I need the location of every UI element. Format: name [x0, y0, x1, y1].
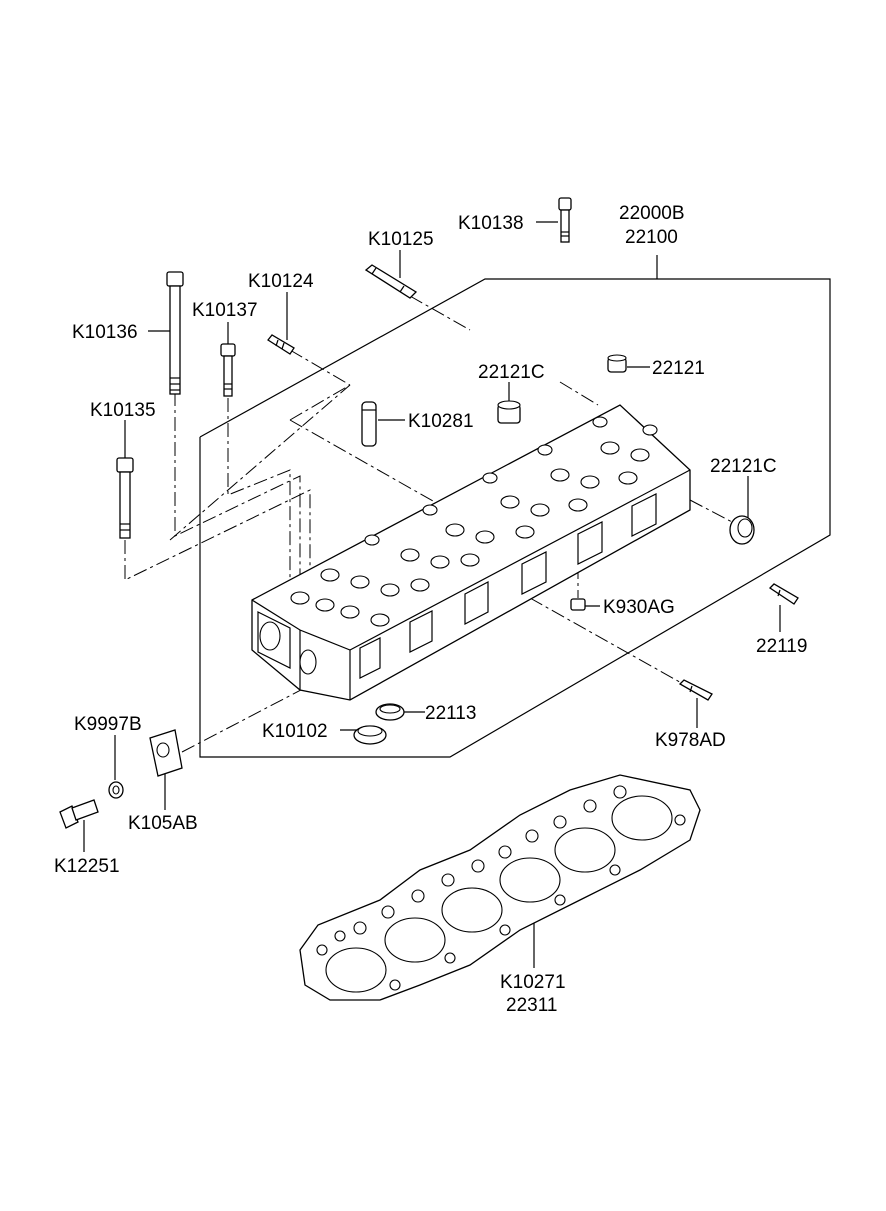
nut-k930ag: [570, 598, 586, 611]
ring-k10102: [353, 725, 387, 745]
label-k10136: K10136: [72, 322, 138, 343]
label-k10271: K10271: [500, 972, 566, 993]
label-k12251: K12251: [54, 856, 120, 877]
valve-guide-k10281: [361, 401, 377, 447]
stud-22119: [768, 583, 799, 605]
cylinder-head: [251, 404, 691, 701]
bolt-k10136: [166, 271, 184, 395]
port-windows: [257, 493, 657, 679]
deck-holes: [290, 416, 658, 627]
label-22119: 22119: [756, 636, 807, 657]
bolt-k12251: [59, 799, 99, 829]
label-k105ab: K105AB: [128, 813, 198, 834]
stud-k10124: [267, 334, 295, 355]
washer-k9997b: [108, 781, 124, 799]
assembly-frame: [169, 255, 831, 758]
stud-k978ad: [678, 679, 713, 701]
plug-22121c-right: [729, 515, 755, 545]
label-k10281: K10281: [408, 411, 474, 432]
label-22000b: 22000B: [619, 203, 685, 224]
label-22113: 22113: [425, 703, 476, 724]
label-22121: 22121: [652, 358, 705, 379]
plug-22121: [607, 354, 627, 373]
label-k10124: K10124: [248, 271, 314, 292]
label-22311: 22311: [506, 995, 557, 1016]
cup-plug-22121c-top: [497, 400, 521, 424]
label-k10125: K10125: [368, 229, 434, 250]
label-k930ag: K930AG: [603, 597, 675, 618]
label-k10135: K10135: [90, 400, 156, 421]
label-22121c-right: 22121C: [710, 456, 777, 477]
head-gasket-k10271: [299, 774, 701, 1001]
bracket-k105ab: [149, 729, 183, 777]
ring-22113: [375, 703, 405, 721]
label-k9997b: K9997B: [74, 714, 142, 735]
label-k978ad: K978AD: [655, 730, 726, 751]
end-port: [259, 621, 281, 651]
stud-k10125: [364, 264, 418, 299]
bolt-k10135: [116, 457, 134, 539]
label-k10138: K10138: [458, 213, 524, 234]
bolt-k10137: [220, 343, 236, 397]
bolt-k10138: [558, 197, 572, 243]
label-k10137: K10137: [192, 300, 258, 321]
end-port: [299, 649, 317, 675]
label-k10102: K10102: [262, 721, 328, 742]
part-labels: K10138 22000B 22100 K10125 K10124 K10137…: [54, 203, 807, 1016]
label-22100: 22100: [625, 227, 678, 248]
label-22121c-top: 22121C: [478, 362, 545, 383]
